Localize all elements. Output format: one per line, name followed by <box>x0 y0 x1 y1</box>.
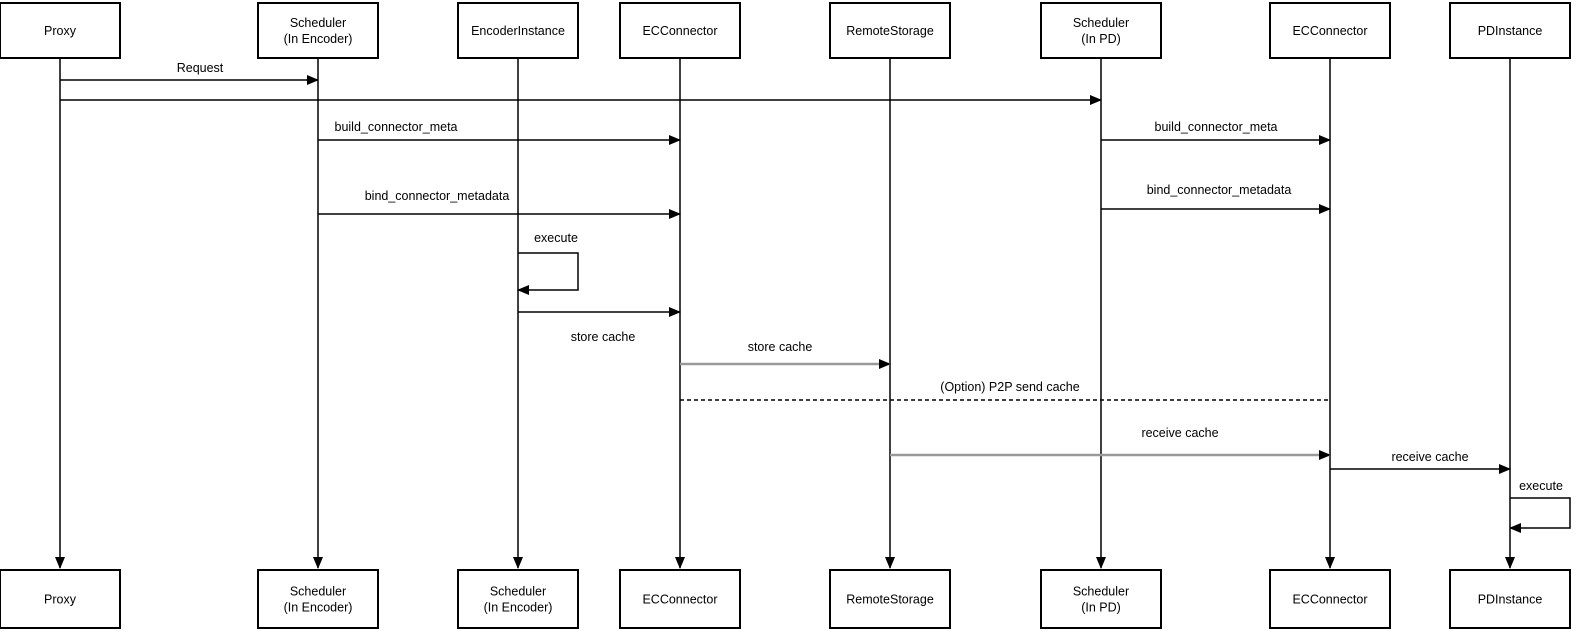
actor-box-bottom-pd-instance <box>1449 569 1571 629</box>
actor-label-top-scheduler-pd: Scheduler (In PD) <box>1073 16 1129 46</box>
actor-box-top-encoder-instance <box>457 2 579 59</box>
actor-box-top-ec-connector-2 <box>1269 2 1391 59</box>
actor-label-line: Scheduler <box>290 585 346 599</box>
actor-label-line: (In Encoder) <box>284 601 353 615</box>
actor-label-bottom-scheduler-encoder: Scheduler (In Encoder) <box>284 585 353 615</box>
self-message-arrow-execute-encoder <box>517 252 579 295</box>
message-label-store-cache-encoder: store cache <box>571 330 636 344</box>
message-label-bind-connector-metadata-pd: bind_connector_metadata <box>1147 183 1292 197</box>
actor-box-top-ec-connector-1 <box>619 2 741 59</box>
actor-label-line: Scheduler <box>1073 16 1129 30</box>
actor-label-line: (In Encoder) <box>284 32 353 46</box>
actor-box-top-remote-storage <box>829 2 951 59</box>
actor-label-line: RemoteStorage <box>846 24 934 38</box>
actor-label-line: ECConnector <box>1292 593 1367 607</box>
actor-box-top-scheduler-encoder <box>257 2 379 59</box>
self-message-label-execute-pd: execute <box>1519 479 1563 493</box>
actor-label-line: (In Encoder) <box>484 601 553 615</box>
actor-label-bottom-remote-storage: RemoteStorage <box>846 593 934 607</box>
actor-box-top-pd-instance <box>1449 2 1571 59</box>
actor-box-top-scheduler-pd <box>1040 2 1162 59</box>
message-label-request: Request <box>177 61 224 75</box>
actor-label-line: Proxy <box>44 593 77 607</box>
actor-label-top-remote-storage: RemoteStorage <box>846 24 934 38</box>
actor-label-line: (In PD) <box>1081 32 1121 46</box>
actor-label-bottom-proxy: Proxy <box>44 593 77 607</box>
self-message-arrow-execute-pd <box>1509 497 1571 533</box>
actor-box-bottom-scheduler-encoder <box>257 569 379 629</box>
actor-label-bottom-encoder-instance: Scheduler (In Encoder) <box>484 585 553 615</box>
actor-label-top-ec-connector-1: ECConnector <box>642 24 717 38</box>
actor-label-line: ECConnector <box>642 593 717 607</box>
actor-label-line: (In PD) <box>1081 601 1121 615</box>
actor-label-line: PDInstance <box>1478 24 1543 38</box>
actor-label-top-ec-connector-2: ECConnector <box>1292 24 1367 38</box>
actor-box-top-proxy <box>0 2 121 59</box>
actor-label-line: Scheduler <box>290 16 346 30</box>
message-label-receive-cache-ec: receive cache <box>1141 426 1218 440</box>
actor-box-bottom-ec-connector-1 <box>619 569 741 629</box>
message-label-bind-connector-metadata-encoder: bind_connector_metadata <box>365 189 510 203</box>
actor-label-line: Scheduler <box>490 585 546 599</box>
actor-label-line: Scheduler <box>1073 585 1129 599</box>
message-label-store-cache-remote: store cache <box>748 340 813 354</box>
actor-label-line: Proxy <box>44 24 77 38</box>
actor-label-top-proxy: Proxy <box>44 24 77 38</box>
actor-label-top-pd-instance: PDInstance <box>1478 24 1543 38</box>
actor-box-bottom-ec-connector-2 <box>1269 569 1391 629</box>
actor-box-bottom-scheduler-pd <box>1040 569 1162 629</box>
message-label-build-connector-meta-encoder: build_connector_meta <box>335 120 458 134</box>
actor-label-line: ECConnector <box>642 24 717 38</box>
actor-label-top-encoder-instance: EncoderInstance <box>471 24 565 38</box>
actor-box-bottom-remote-storage <box>829 569 951 629</box>
actor-label-bottom-ec-connector-2: ECConnector <box>1292 593 1367 607</box>
actor-label-top-scheduler-encoder: Scheduler (In Encoder) <box>284 16 353 46</box>
actor-label-bottom-ec-connector-1: ECConnector <box>642 593 717 607</box>
actor-box-bottom-encoder-instance <box>457 569 579 629</box>
message-label-p2p-send-cache: (Option) P2P send cache <box>940 380 1079 394</box>
actor-label-bottom-pd-instance: PDInstance <box>1478 593 1543 607</box>
message-label-build-connector-meta-pd: build_connector_meta <box>1155 120 1278 134</box>
actor-label-line: ECConnector <box>1292 24 1367 38</box>
actor-label-line: EncoderInstance <box>471 24 565 38</box>
actor-label-bottom-scheduler-pd: Scheduler (In PD) <box>1073 585 1129 615</box>
actor-label-line: RemoteStorage <box>846 593 934 607</box>
message-label-receive-cache-pd: receive cache <box>1391 450 1468 464</box>
actor-box-bottom-proxy <box>0 569 121 629</box>
actor-label-line: PDInstance <box>1478 593 1543 607</box>
self-message-label-execute-encoder: execute <box>534 231 578 245</box>
